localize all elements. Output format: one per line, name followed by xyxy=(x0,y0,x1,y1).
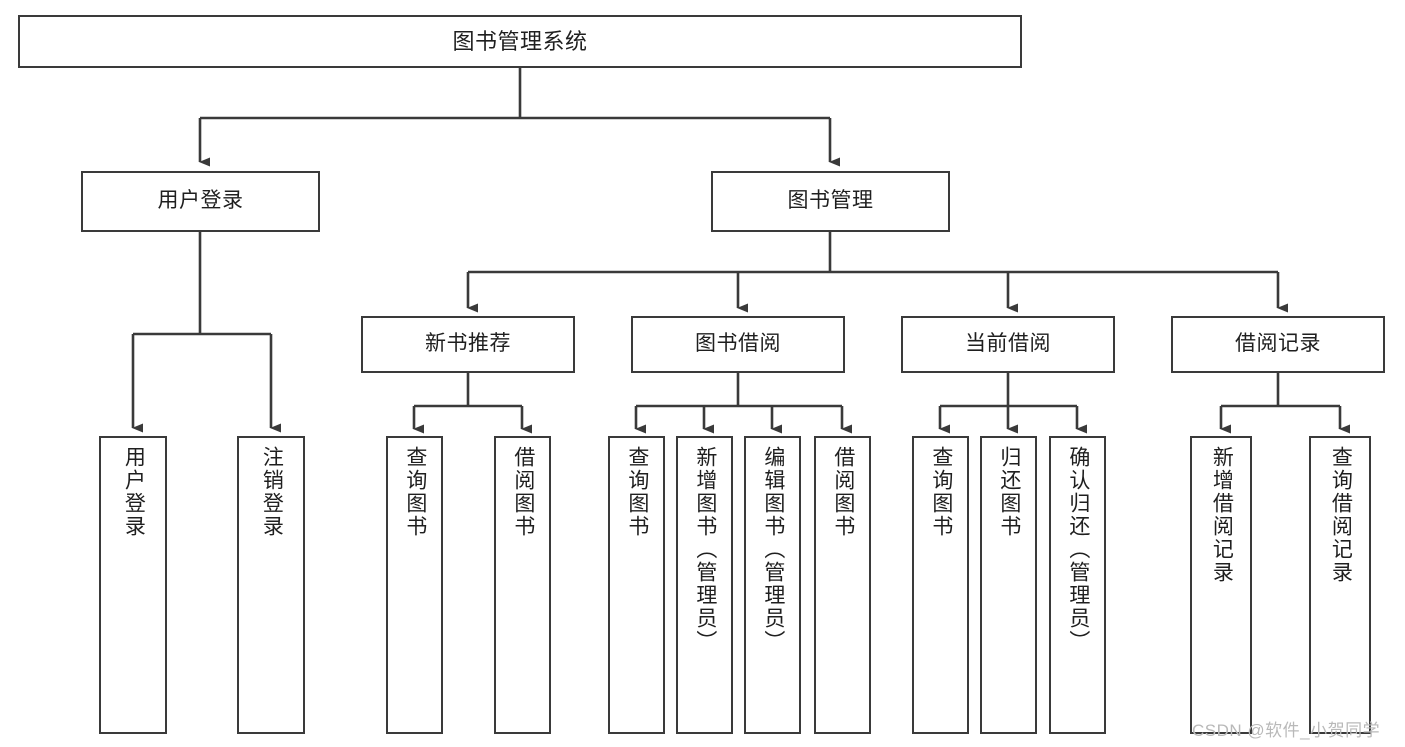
watermark-text: CSDN @软件_小贺同学 xyxy=(1192,721,1381,740)
leaf-records-query-record[interactable]: 查询借阅记录 xyxy=(1309,436,1371,734)
leaf-current-query-book[interactable]: 查询图书 xyxy=(912,436,969,734)
node-label: 用户登录 xyxy=(122,446,146,538)
csdn-watermark: CSDN @软件_小贺同学 xyxy=(1192,716,1380,741)
node-current-borrow[interactable]: 当前借阅 xyxy=(901,316,1115,373)
node-label: 新书推荐 xyxy=(425,332,511,356)
leaf-records-add-record[interactable]: 新增借阅记录 xyxy=(1190,436,1252,734)
leaf-new-book-query-book[interactable]: 查询图书 xyxy=(386,436,443,734)
node-root-library-system[interactable]: 图书管理系统 xyxy=(18,15,1022,68)
node-book-borrow[interactable]: 图书借阅 xyxy=(631,316,845,373)
leaf-current-return-book[interactable]: 归还图书 xyxy=(980,436,1037,734)
node-user-login[interactable]: 用户登录 xyxy=(81,171,320,232)
node-label: 图书管理系统 xyxy=(452,28,588,54)
node-label: 图书借阅 xyxy=(695,332,781,356)
node-label: 查询图书 xyxy=(625,446,649,538)
node-new-book-recommend[interactable]: 新书推荐 xyxy=(361,316,575,373)
node-label: 编辑图书（管理员） xyxy=(761,446,785,653)
leaf-current-confirm-return-admin[interactable]: 确认归还（管理员） xyxy=(1049,436,1106,734)
node-label: 确认归还（管理员） xyxy=(1066,446,1090,653)
node-label: 新增图书（管理员） xyxy=(693,446,717,653)
node-label: 图书管理 xyxy=(787,189,874,213)
leaf-user-login-signin[interactable]: 用户登录 xyxy=(99,436,167,734)
leaf-borrow-query-book[interactable]: 查询图书 xyxy=(608,436,665,734)
leaf-borrow-add-book-admin[interactable]: 新增图书（管理员） xyxy=(676,436,733,734)
node-label: 查询图书 xyxy=(403,446,427,538)
node-label: 归还图书 xyxy=(997,446,1021,538)
node-label: 查询图书 xyxy=(929,446,953,538)
node-label: 查询借阅记录 xyxy=(1329,446,1353,584)
leaf-borrow-borrow-book[interactable]: 借阅图书 xyxy=(814,436,871,734)
node-borrow-records[interactable]: 借阅记录 xyxy=(1171,316,1385,373)
node-label: 用户登录 xyxy=(157,189,244,213)
node-label: 注销登录 xyxy=(260,446,284,538)
node-label: 新增借阅记录 xyxy=(1210,446,1234,584)
node-book-management[interactable]: 图书管理 xyxy=(711,171,950,232)
leaf-user-login-signout[interactable]: 注销登录 xyxy=(237,436,305,734)
node-label: 借阅图书 xyxy=(511,446,535,538)
node-label: 借阅记录 xyxy=(1235,332,1321,356)
leaf-borrow-edit-book-admin[interactable]: 编辑图书（管理员） xyxy=(744,436,801,734)
node-label: 借阅图书 xyxy=(831,446,855,538)
node-label: 当前借阅 xyxy=(965,332,1051,356)
leaf-new-book-borrow-book[interactable]: 借阅图书 xyxy=(494,436,551,734)
